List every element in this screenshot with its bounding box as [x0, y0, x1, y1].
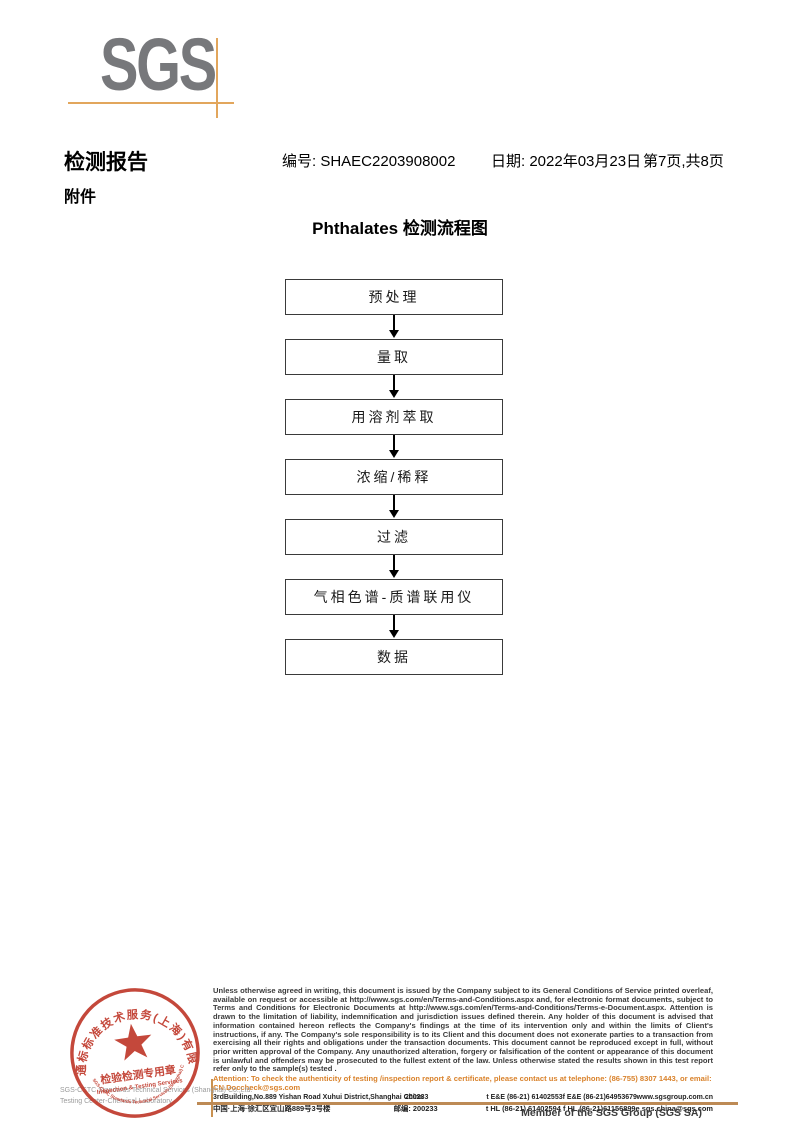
- attention-notice: Attention: To check the authenticity of …: [213, 1074, 712, 1092]
- address-row-en: 3rdBuilding,No.889 Yishan Road Xuhui Dis…: [213, 1094, 713, 1101]
- down-arrow-icon: [285, 495, 503, 519]
- footer-horizontal-rule: [197, 1102, 738, 1105]
- flow-step-measure: 量取: [285, 339, 503, 375]
- sgs-member-line: Member of the SGS Group (SGS SA): [521, 1107, 702, 1119]
- down-arrow-icon: [285, 315, 503, 339]
- down-arrow-icon: [285, 615, 503, 639]
- report-title: 检测报告: [64, 151, 148, 174]
- inspection-stamp: 通标标准技术服务(上海)有限公司 SGS-CSTC Standards Tech…: [57, 975, 201, 1118]
- attachment-label: 附件: [64, 189, 97, 206]
- fax-1: f E&E (86-21)64953679: [562, 1094, 637, 1102]
- stamp-ring: [70, 988, 200, 1118]
- postcode-en: 200233: [405, 1094, 429, 1102]
- email: e sgs.china@sgs.com: [635, 1104, 713, 1114]
- flow-step-data: 数据: [285, 639, 503, 675]
- address-cn: 中国·上海·徐汇区宜山路889号3号楼: [213, 1104, 331, 1114]
- address-en: 3rdBuilding,No.889 Yishan Road Xuhui Dis…: [213, 1094, 424, 1102]
- telephone-1: t E&E (86-21) 61402553: [486, 1094, 563, 1102]
- page-indicator: 第7页,共8页: [643, 153, 724, 170]
- flowchart: 预处理 量取 用溶剂萃取 浓缩/稀释 过滤 气相色谱-质谱联用仪 数据: [285, 279, 503, 675]
- flow-step-pretreatment: 预处理: [285, 279, 503, 315]
- telephone-2: t HL (86-21) 61402594: [485, 1104, 561, 1114]
- down-arrow-icon: [285, 435, 503, 459]
- fax-2: f HL (86-21)61156899: [562, 1104, 636, 1114]
- down-arrow-icon: [285, 375, 503, 399]
- logo-crosshair-vertical: [216, 38, 218, 118]
- flow-step-filter: 过滤: [285, 519, 503, 555]
- sgs-logo-text: SGS: [100, 23, 217, 106]
- flow-step-solvent-extraction: 用溶剂萃取: [285, 399, 503, 435]
- flow-step-gcms: 气相色谱-质谱联用仪: [285, 579, 503, 615]
- postcode-cn: 邮编: 200233: [393, 1104, 438, 1114]
- website: www.sgsgroup.com.cn: [636, 1094, 713, 1102]
- company-name-line: SGS-CSTC Standards Technical Services (S…: [60, 1087, 253, 1094]
- report-date: 日期: 2022年03月23日: [491, 153, 642, 170]
- footer-vertical-divider: [211, 1079, 213, 1117]
- star-icon: [114, 1023, 152, 1061]
- down-arrow-icon: [285, 555, 503, 579]
- flowchart-title: Phthalates 检测流程图: [312, 219, 488, 238]
- legal-disclaimer: Unless otherwise agreed in writing, this…: [213, 986, 713, 1074]
- footer-text-block: Unless otherwise agreed in writing, this…: [213, 986, 713, 1114]
- company-lab-line: Testing Center-Chemical Laboratory: [60, 1098, 173, 1105]
- address-row-cn: 中国·上海·徐汇区宜山路889号3号楼 邮编: 200233 t HL (86-…: [213, 1103, 713, 1114]
- flow-step-concentrate-dilute: 浓缩/稀释: [285, 459, 503, 495]
- logo-crosshair-horizontal: [68, 102, 234, 104]
- report-number: 编号: SHAEC2203908002: [282, 153, 456, 170]
